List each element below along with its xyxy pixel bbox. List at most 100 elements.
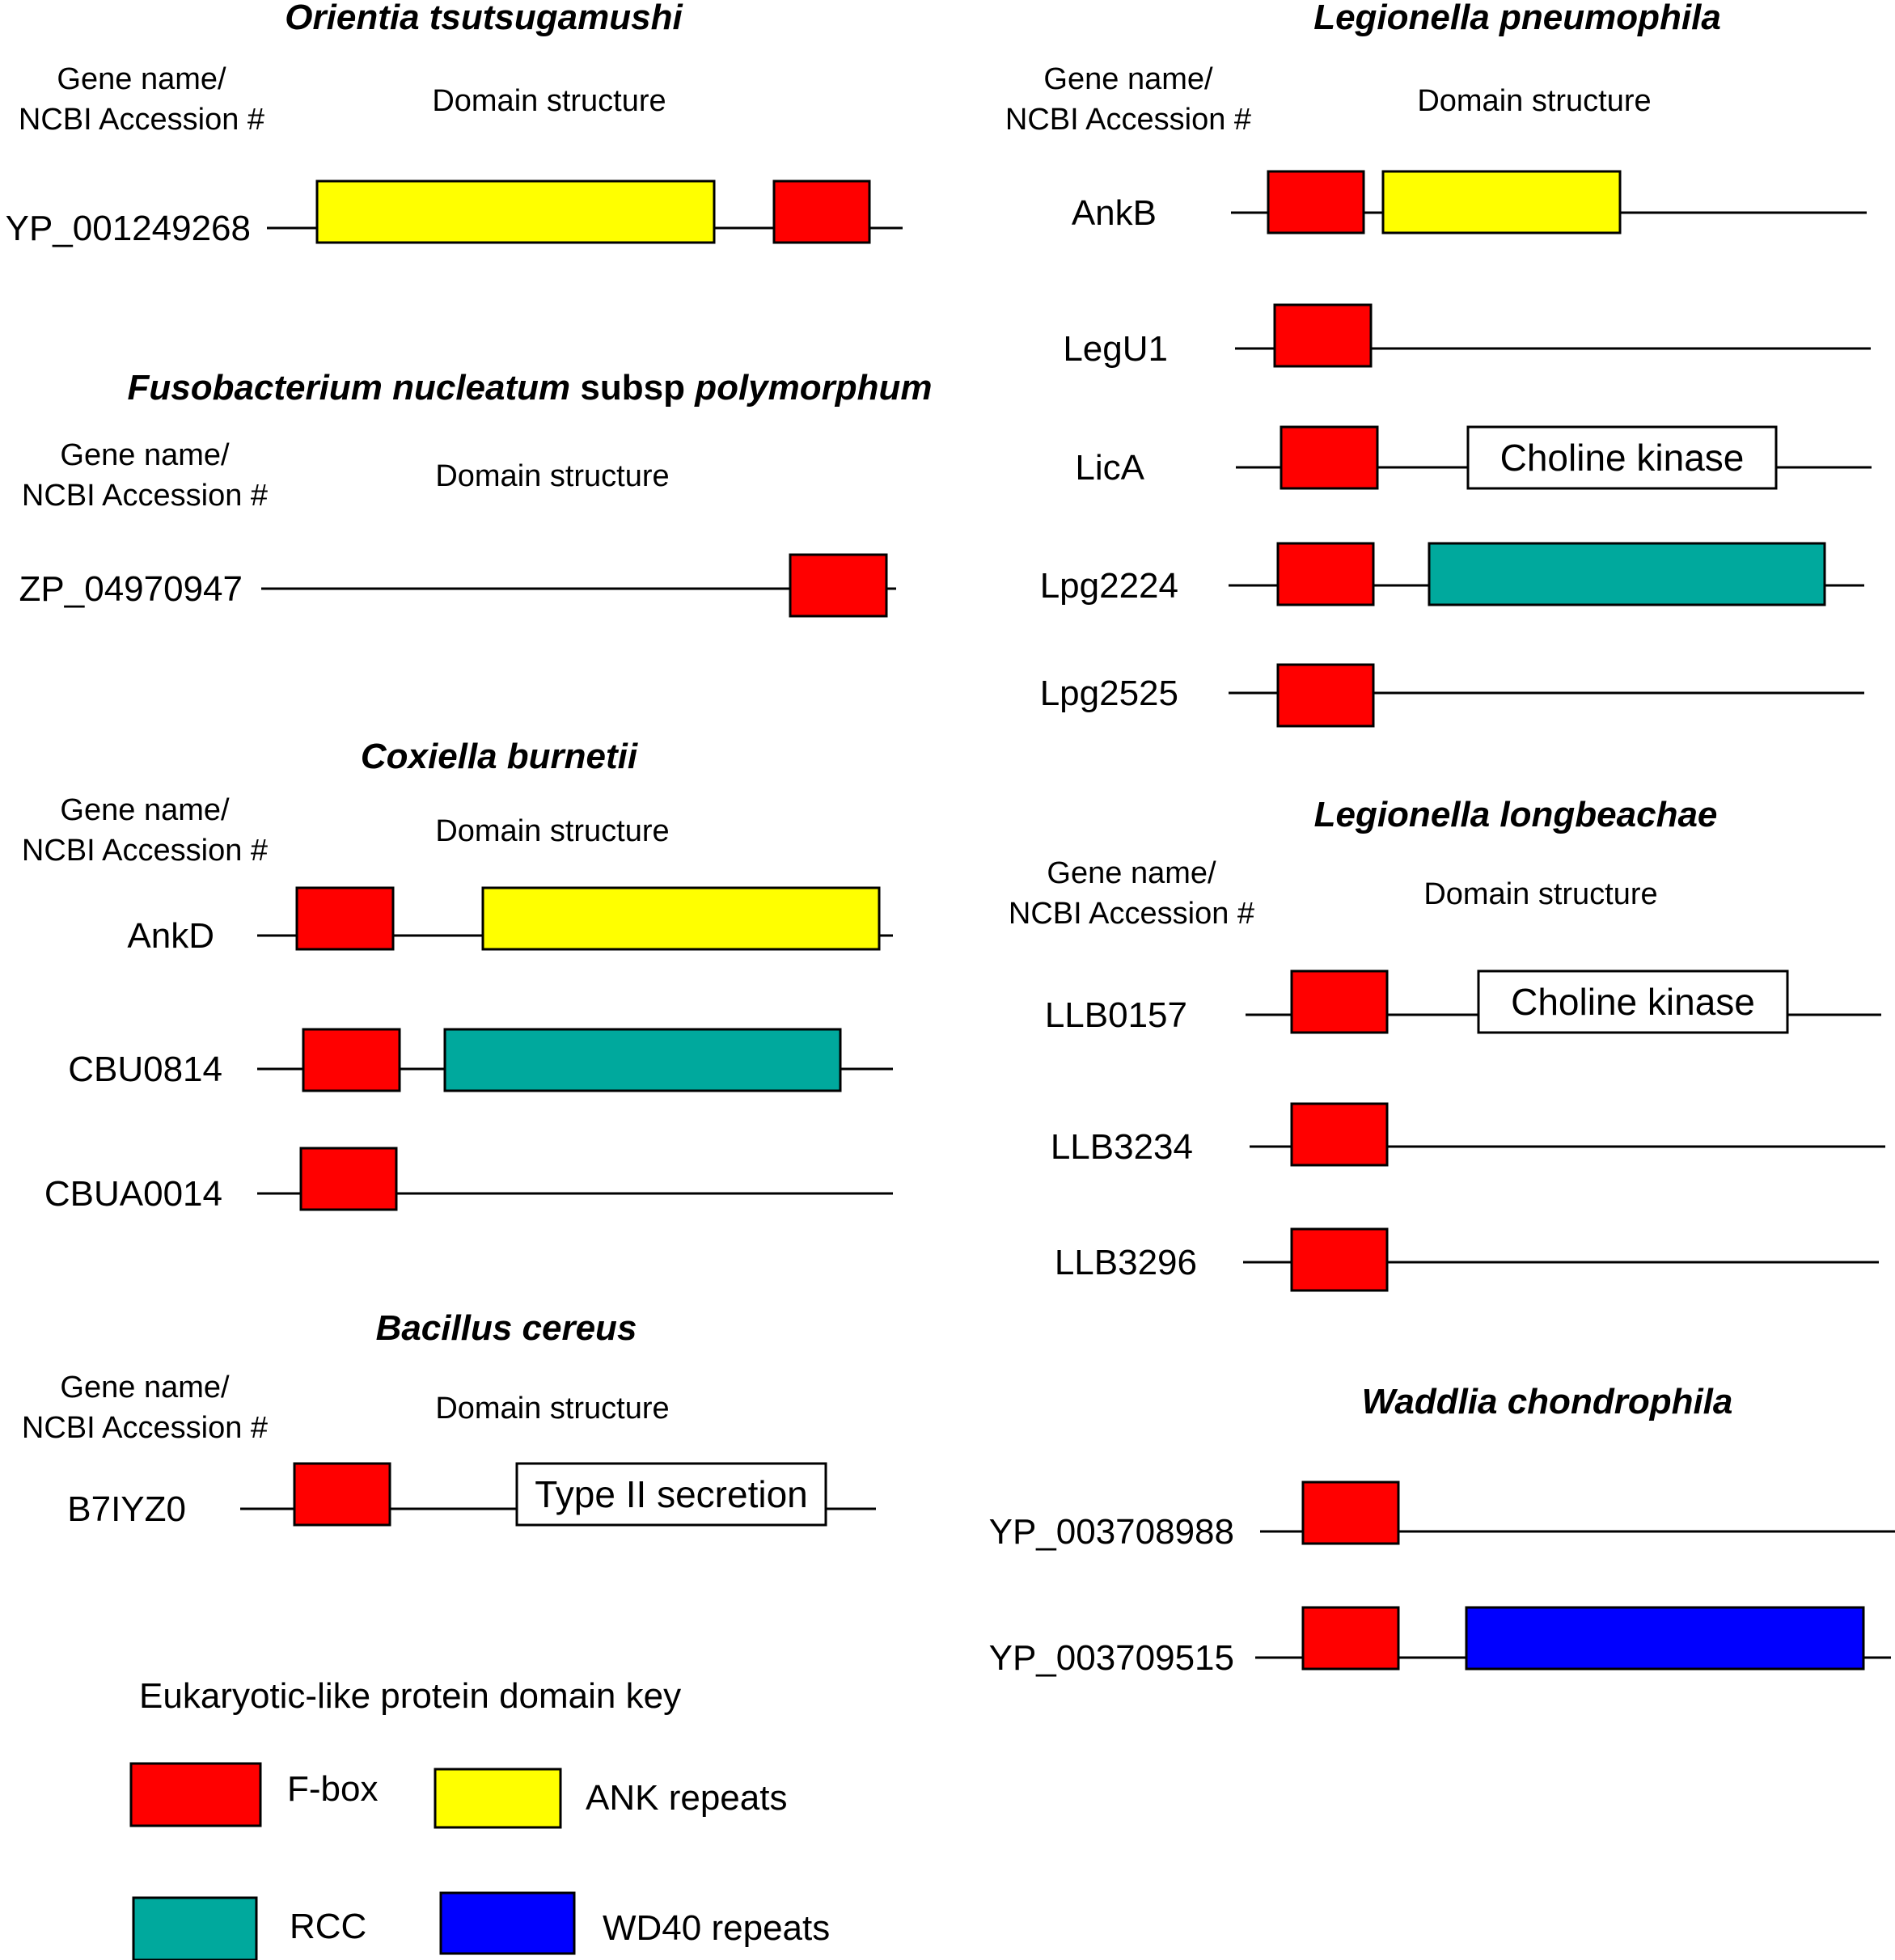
organism-title: Bacillus cereus [376, 1308, 637, 1348]
organism-title-part: Waddlia chondrophila [1362, 1382, 1733, 1421]
rcc-domain [1428, 542, 1826, 606]
gene-row: B7IYZ0 Type II secretion [67, 1462, 876, 1529]
organism-title: Legionella pneumophila [1313, 0, 1721, 37]
ank-domain [315, 180, 716, 244]
gene-name-header: NCBI Accession # [1005, 103, 1251, 137]
gene-row: LLB3234 [1051, 1102, 1885, 1167]
gene-name: YP_003709515 [989, 1638, 1234, 1678]
gene-row: CBU0814 [68, 1028, 893, 1092]
fbox-domain [1290, 1227, 1389, 1292]
gene-name: AnkD [127, 916, 214, 956]
fbox-domain [293, 1462, 391, 1527]
organism-title-part: subsp [570, 368, 695, 408]
gene-name: LLB3234 [1051, 1127, 1193, 1167]
organism-panel: Fusobacterium nucleatum subsp polymorphu… [19, 368, 933, 618]
fbox-domain [1290, 1102, 1389, 1167]
gene-row: Lpg2224 [1040, 542, 1864, 606]
gene-name-header: NCBI Accession # [22, 1411, 268, 1445]
gene-name-header: NCBI Accession # [19, 103, 264, 137]
fbox-domain [1273, 303, 1373, 368]
fbox-domain [295, 886, 395, 951]
gene-row: LegU1 [1063, 303, 1871, 369]
gene-row: CBUA0014 [44, 1147, 893, 1214]
organism-title: Legionella longbeachae [1314, 795, 1718, 834]
gene-name: YP_001249268 [6, 209, 251, 248]
gene-name-header: Gene name/ [1047, 856, 1216, 890]
gene-name-header: NCBI Accession # [22, 479, 268, 513]
gene-row: ZP_04970947 [19, 553, 896, 618]
organism-title-part: Fusobacterium nucleatum [127, 368, 570, 408]
fbox-domain [1276, 663, 1375, 728]
key-label: RCC [290, 1907, 366, 1946]
fbox-domain [1280, 425, 1379, 490]
gene-name: ZP_04970947 [19, 569, 243, 609]
gene-name: LegU1 [1063, 329, 1168, 369]
organism-title-part: Coxiella burnetii [361, 737, 638, 776]
gene-name: B7IYZ0 [67, 1489, 186, 1529]
gene-name: LLB0157 [1045, 995, 1187, 1035]
key-swatch-fbox [129, 1762, 262, 1827]
gene-name-header: Gene name/ [60, 793, 230, 827]
other-domain [1466, 425, 1778, 490]
fbox-domain [772, 180, 871, 244]
gene-name-header: Gene name/ [60, 438, 230, 472]
organism-panel: Waddlia chondrophilaYP_003708988YP_00370… [989, 1382, 1895, 1678]
ank-domain [481, 886, 881, 951]
domain-label: Choline kinase [1500, 437, 1745, 479]
other-domain [515, 1462, 827, 1527]
domain-label: Type II secretion [535, 1473, 808, 1515]
domain-structure-header: Domain structure [435, 459, 669, 493]
organism-title-part: polymorphum [694, 368, 932, 408]
key-label: WD40 repeats [603, 1908, 830, 1948]
fbox-domain [789, 553, 888, 618]
organism-title-part: Bacillus cereus [376, 1308, 637, 1348]
organism-title: Orientia tsutsugamushi [285, 0, 683, 37]
key-item: F-box [129, 1762, 378, 1827]
fbox-domain [1276, 542, 1375, 606]
key-swatch-ank [434, 1768, 562, 1829]
organism-title-part: Legionella pneumophila [1313, 0, 1721, 37]
wd40-domain [1465, 1606, 1865, 1671]
gene-name-header: Gene name/ [57, 62, 226, 96]
key-swatch-wd40 [439, 1891, 576, 1955]
gene-name: CBUA0014 [44, 1174, 222, 1214]
fbox-domain [1290, 969, 1389, 1034]
gene-name: Lpg2525 [1040, 674, 1178, 713]
gene-name-header: NCBI Accession # [22, 834, 268, 868]
gene-row: AnkD [127, 886, 893, 956]
gene-name: CBU0814 [68, 1050, 222, 1089]
organism-title-part: Orientia tsutsugamushi [285, 0, 683, 37]
domain-structure-header: Domain structure [1423, 877, 1657, 911]
gene-row: AnkB [1072, 170, 1867, 234]
gene-row: YP_003709515 [989, 1606, 1891, 1678]
gene-name: AnkB [1072, 193, 1157, 233]
key-item: RCC [132, 1896, 366, 1960]
organism-title: Fusobacterium nucleatum subsp polymorphu… [127, 368, 932, 408]
key-item: ANK repeats [434, 1768, 787, 1829]
domain-structure-header: Domain structure [435, 1392, 669, 1426]
fbox-domain [1301, 1481, 1400, 1545]
other-domain [1477, 969, 1789, 1034]
gene-name: YP_003708988 [989, 1512, 1234, 1552]
organism-title: Waddlia chondrophila [1362, 1382, 1733, 1421]
gene-row: Lpg2525 [1040, 663, 1864, 728]
ank-domain [1381, 170, 1622, 234]
organism-title: Coxiella burnetii [361, 737, 638, 776]
fbox-domain [302, 1028, 401, 1092]
rcc-domain [443, 1028, 842, 1092]
key-label: F-box [287, 1769, 378, 1809]
key-item: WD40 repeats [439, 1891, 830, 1955]
gene-row: YP_001249268 [6, 180, 903, 248]
organism-title-part: Legionella longbeachae [1314, 795, 1718, 834]
domain-structure-header: Domain structure [432, 84, 666, 118]
gene-name: Lpg2224 [1040, 566, 1178, 606]
